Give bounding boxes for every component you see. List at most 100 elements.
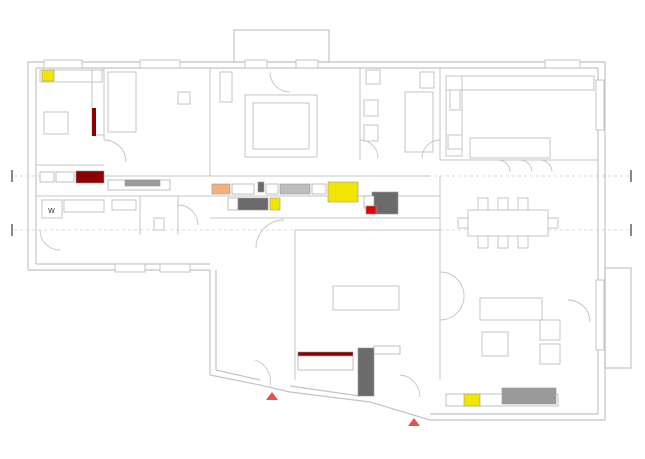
dining-table — [467, 209, 549, 237]
wall-lower-left-inner — [215, 270, 261, 381]
wall-lower-bottom — [289, 391, 431, 421]
wc-bowl — [153, 217, 165, 231]
yellow-cabinet-1 — [41, 69, 55, 82]
door-5 — [255, 219, 285, 249]
red-shelf-top — [297, 351, 354, 357]
door-9 — [177, 204, 199, 226]
door-3 — [359, 139, 379, 159]
laundry-room — [41, 199, 165, 231]
wall-left-wing — [27, 61, 210, 270]
kitchen-counter-left — [445, 75, 463, 157]
storage-unit-2 — [55, 171, 75, 183]
door-4 — [421, 139, 441, 159]
doors — [39, 71, 591, 398]
chair-top-3 — [517, 197, 529, 211]
cabinet-dark-1 — [257, 181, 265, 193]
kitchen-counter-top — [445, 75, 595, 91]
door-12 — [399, 374, 421, 398]
stove — [449, 89, 461, 111]
yellow-tv-cabinet — [463, 393, 481, 407]
window-4 — [295, 59, 319, 69]
desk — [219, 71, 233, 103]
armchair — [43, 111, 69, 135]
window-3 — [244, 59, 268, 69]
bathroom — [363, 69, 435, 153]
window-8 — [114, 263, 146, 273]
chair-bottom-2 — [497, 235, 509, 249]
chair-right — [547, 217, 559, 229]
window-2 — [139, 59, 181, 69]
door-1 — [103, 139, 127, 163]
wardrobe-right — [91, 69, 105, 136]
chair-bottom-3 — [517, 235, 529, 249]
kitchen-island — [469, 137, 551, 159]
kitchen — [445, 75, 595, 159]
toilet — [419, 71, 435, 89]
shelf-light — [297, 355, 354, 371]
living-room — [332, 285, 561, 365]
shower — [365, 69, 381, 85]
sink-small — [111, 199, 137, 211]
window-1 — [43, 59, 83, 69]
armchair-right-1 — [539, 319, 561, 341]
bed-master-inner — [252, 102, 310, 150]
wall-lower-mid — [289, 385, 361, 397]
window-5 — [544, 59, 581, 69]
shelf-light-2 — [373, 345, 401, 355]
chair-top-2 — [497, 197, 509, 211]
cabinet-gray-1 — [279, 183, 311, 195]
window-6 — [595, 79, 605, 131]
yellow-cabinet-2 — [327, 181, 359, 203]
balcony-top — [233, 29, 330, 63]
red-panel-1 — [92, 108, 96, 136]
washing-machine — [41, 199, 63, 219]
cabinet-light-2 — [265, 183, 279, 195]
red-storage — [75, 170, 105, 184]
armchair-right-2 — [539, 343, 561, 365]
cabinet-light-1 — [231, 183, 255, 195]
door-kitchen-3 — [539, 159, 553, 173]
door-8 — [567, 299, 591, 323]
dining-area — [457, 197, 559, 249]
window-9 — [159, 263, 191, 273]
laundry-marker: W — [48, 207, 55, 215]
red-cabinet — [365, 205, 377, 215]
gray-tv-cabinet — [501, 387, 557, 405]
door-10 — [39, 229, 61, 251]
sink-2 — [363, 124, 379, 142]
living-storage — [297, 345, 559, 407]
sink-1 — [363, 99, 379, 117]
kitchen-sink — [447, 134, 463, 150]
master-bedroom — [219, 71, 318, 158]
wardrobe-top-left — [39, 69, 103, 83]
bed-1 — [107, 71, 137, 133]
bed-master — [244, 94, 318, 158]
door-kitchen-1 — [497, 159, 511, 173]
chair-bottom-1 — [477, 235, 489, 249]
cabinet-light-4 — [227, 197, 239, 211]
ottoman — [481, 331, 509, 357]
door-7 — [439, 295, 465, 321]
chair-left — [457, 217, 469, 229]
door-2 — [269, 71, 291, 93]
yellow-cabinet-3 — [269, 197, 281, 211]
balcony-right — [604, 267, 632, 369]
entrance-marker-right — [408, 418, 420, 426]
shelf-dark-vertical — [357, 347, 375, 397]
storage-unit-1 — [39, 171, 55, 183]
windows — [43, 59, 605, 351]
window-7 — [595, 279, 605, 351]
nightstand — [177, 91, 191, 105]
axis-ticks — [11, 170, 632, 236]
entrance-marker-left — [266, 392, 278, 400]
door-kitchen-2 — [519, 159, 533, 173]
coffee-table — [332, 285, 400, 311]
chair-top-1 — [477, 197, 489, 211]
outer-walls — [27, 29, 632, 421]
door-11 — [254, 359, 271, 386]
door-6 — [439, 271, 465, 297]
cabinet-dark-2 — [237, 197, 269, 211]
wall-top — [210, 61, 606, 421]
bedroom-1 — [39, 69, 191, 136]
